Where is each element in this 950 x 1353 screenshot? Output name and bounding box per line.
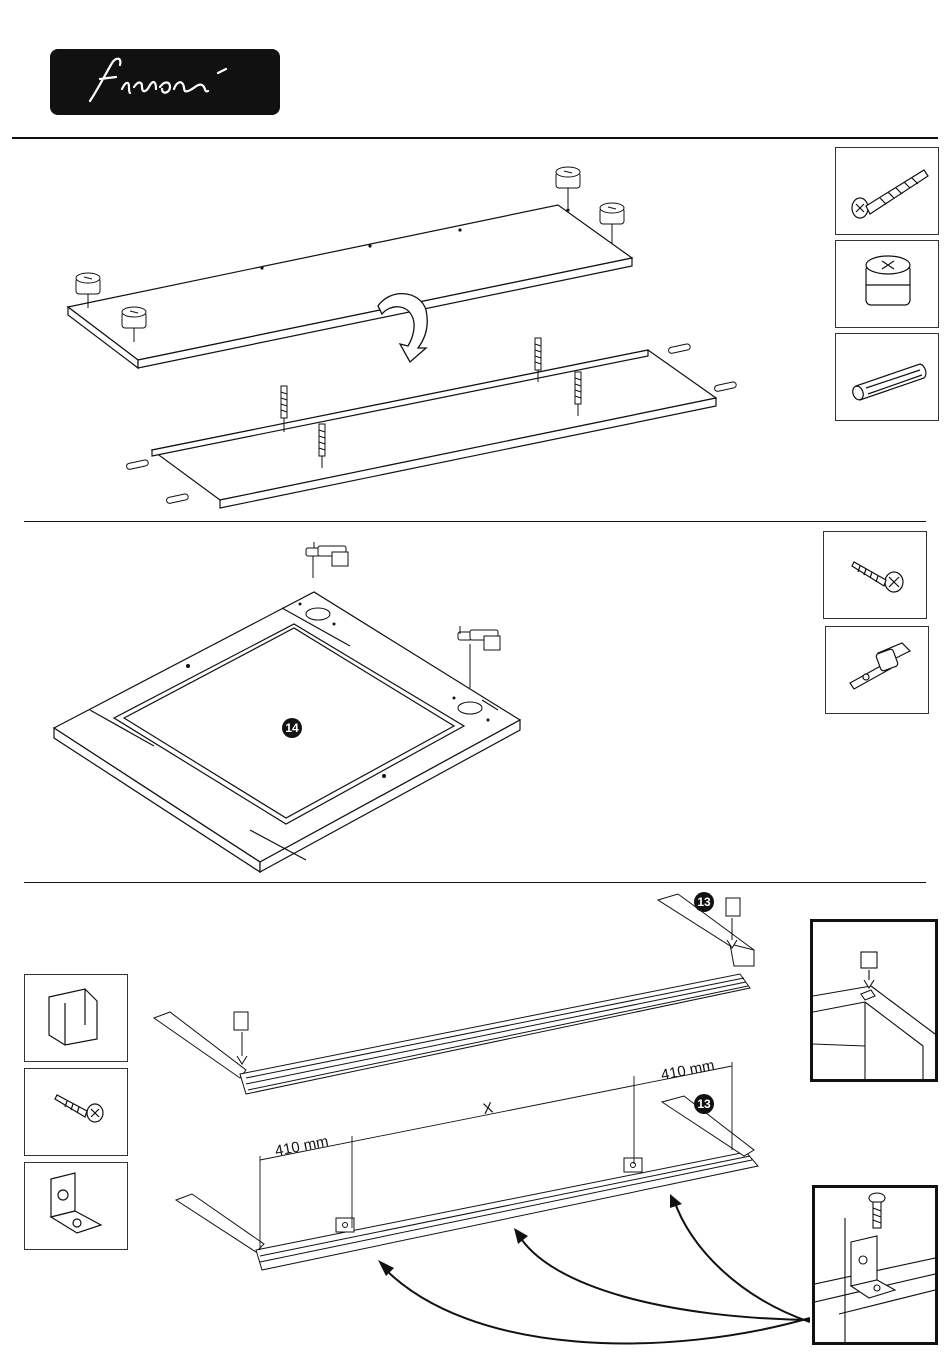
hinge-icon <box>826 627 928 713</box>
svg-text:14: 14 <box>285 721 299 735</box>
dimension-lines <box>260 1062 732 1250</box>
detail-bracket-drawing <box>815 1188 935 1342</box>
cam-bolt-icon <box>836 148 938 234</box>
part-box-screw <box>823 531 927 619</box>
dimension-left-label: 410 mm <box>274 1133 330 1160</box>
detail-clip-placement <box>810 919 938 1082</box>
upper-molding <box>154 894 754 1094</box>
cam-lock-icon <box>836 241 938 327</box>
lower-board <box>152 350 716 508</box>
detail-bracket-placement <box>812 1185 938 1345</box>
top-divider <box>12 137 938 139</box>
svg-text:13: 13 <box>697 895 711 909</box>
flip-arrow <box>378 294 427 362</box>
part-box-cam-bolt <box>835 147 939 235</box>
step-2-illustration: 14 <box>50 530 550 880</box>
step-badge-13-lower: 13 <box>694 1094 714 1114</box>
step-badge-14: 14 <box>282 718 302 738</box>
plastic-clip-icon <box>25 975 127 1061</box>
part-box-bracket <box>24 1162 128 1250</box>
part-box-screw-2 <box>24 1068 128 1156</box>
svg-text:13: 13 <box>697 1097 711 1111</box>
logo-signature <box>50 49 280 115</box>
detail-clip-drawing <box>813 922 935 1079</box>
part-box-clip <box>24 974 128 1062</box>
lower-molding <box>176 1096 758 1270</box>
upper-board <box>68 205 632 368</box>
step-divider-1 <box>24 521 926 522</box>
screw-icon <box>824 532 926 618</box>
screw-icon <box>25 1069 127 1155</box>
step-1-illustration <box>60 150 760 520</box>
part-box-cam-lock <box>835 240 939 328</box>
angle-bracket-icon <box>25 1163 127 1249</box>
brand-logo <box>50 49 280 115</box>
step-badge-13-upper: 13 <box>694 892 714 912</box>
step-divider-2 <box>24 882 926 883</box>
part-box-dowel <box>835 333 939 421</box>
part-box-hinge <box>825 626 929 714</box>
dimension-right-label: 410 mm <box>660 1057 716 1084</box>
wooden-dowel-icon <box>836 334 938 420</box>
step-3-illustration: 13 13 410 mm X 410 mm <box>150 888 810 1348</box>
dimension-x-label: X <box>482 1099 495 1118</box>
